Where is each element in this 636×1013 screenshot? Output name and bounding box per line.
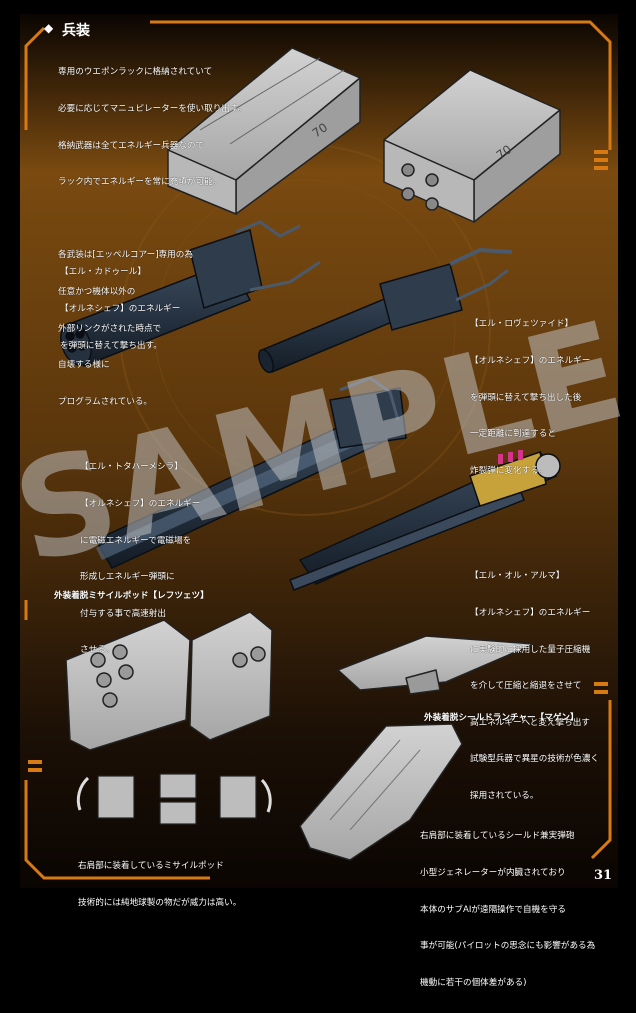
intro-line: [58, 213, 246, 225]
intro-line: 自壊する様に: [58, 360, 110, 371]
intro-line: 格納武器は全てエネルギー兵器なので: [58, 140, 205, 151]
shield-desc-line: 事が可能(パイロットの思念にも影響がある為: [420, 941, 596, 952]
weapon-desc-line: に実験的に採用した量子圧縮機: [470, 644, 591, 655]
intro-text: 専用のウエポンラックに格納されていて 必要に応じてマニュピレーターを使い取り出す…: [58, 42, 246, 433]
shield-launcher-title: 外装着脱シールドランチャー【マゲン】: [424, 713, 579, 723]
weapon-name: 【エル・トタハーメシラ】: [80, 462, 183, 473]
missile-pod-title: 外装着脱ミサイルポッド【レフツェツ】: [54, 591, 209, 601]
shield-desc-line: 本体のサブAIが遠隔操作で自機を守る: [420, 904, 566, 915]
weapon-el-ol-alma-caption: 【エル・オル・アルマ】 【オルネシェフ】のエネルギー に実験的に採用した量子圧縮…: [470, 546, 599, 827]
weapon-desc-line: 試験型兵器で異星の技術が色濃く: [470, 754, 599, 765]
weapon-el-rovezaid-art: [258, 247, 513, 374]
intro-line: 必要に応じてマニュピレーターを使い取り出す。: [58, 104, 247, 115]
shield-desc-line: 小型ジェネレーターが内臓されており: [420, 868, 566, 879]
shield-desc-line: 右肩部に装着しているシールド兼実弾砲: [420, 831, 575, 842]
weapon-desc-line: 【オルネシェフ】のエネルギー: [470, 608, 591, 619]
mounting-diagram: [76, 773, 272, 825]
section-title: 兵装: [62, 23, 90, 39]
page-number: 31: [594, 868, 613, 883]
weapon-name: 【エル・オル・アルマ】: [470, 571, 565, 582]
shield-desc-line: 機動に若干の個体差がある): [420, 977, 527, 988]
orange-frame: [24, 20, 612, 880]
weapon-desc-line: 高エネルギーへと変え撃ち出す: [470, 717, 590, 728]
diamond-icon: ◆: [44, 21, 54, 35]
weapon-desc-line: を弾頭に替えて撃ち出した後: [470, 392, 582, 403]
weapon-el-ol-alma-art: [289, 450, 561, 591]
weapon-desc-line: 【オルネシェフ】のエネルギー: [470, 356, 591, 367]
weapon-desc-line: に電磁エネルギーで電磁場を: [80, 535, 192, 546]
intro-line: 各武装は[エッペルコアー]専用の為: [58, 250, 193, 261]
shield-launcher-art: [299, 635, 535, 861]
intro-line: 専用のウエポンラックに格納されていて: [58, 67, 213, 78]
weapon-el-totahameshira-art: [94, 376, 407, 569]
missile-pod-caption: 右肩部に装着しているミサイルポッド 技術的には純地球製の物だが威力は高い。: [78, 836, 241, 934]
missile-pod-art: [65, 611, 273, 751]
intro-line: 外部リンクがされた時点で: [58, 323, 162, 334]
weapon-desc-line: 【オルネシェフ】のエネルギー: [60, 304, 181, 315]
weapon-desc-line: を介して圧縮と縮退をさせて: [470, 681, 582, 692]
manual-page: 70 70: [0, 14, 636, 988]
intro-line: プログラムされている。: [58, 396, 153, 407]
weapon-name: 【エル・ロヴェツァイド】: [470, 319, 574, 330]
missile-pod-desc-line: 技術的には純地球製の物だが威力は高い。: [78, 898, 242, 909]
page-artwork: 70 70: [20, 14, 618, 888]
shield-launcher-caption: 右肩部に装着しているシールド兼実弾砲 小型ジェネレーターが内臓されており 本体の…: [420, 806, 595, 1013]
weapon-desc-line: 形成しエネルギー弾頭に: [80, 572, 175, 583]
weapon-desc-line: 採用されている。: [470, 791, 539, 802]
weapon-rack-right: 70: [383, 69, 561, 223]
weapon-desc-line: を弾頭に替えて撃ち出す。: [60, 340, 162, 351]
missile-pod-desc-line: 右肩部に装着しているミサイルポッド: [78, 861, 224, 872]
intro-line: ラック内でエネルギーを常に充填が可能。: [58, 177, 222, 188]
weapon-desc-line: 付与する事で高速射出: [80, 608, 166, 619]
weapon-el-rovezaid-caption: 【エル・ロヴェツァイド】 【オルネシェフ】のエネルギー を弾頭に替えて撃ち出した…: [470, 294, 590, 501]
weapon-desc-line: 一定距離に到達すると: [470, 429, 556, 440]
weapon-desc-line: 炸裂弾に変化する。: [470, 465, 548, 476]
weapon-desc-line: 【オルネシェフ】のエネルギー: [80, 499, 201, 510]
weapon-desc-line: させる。: [80, 645, 115, 656]
intro-line: 任意かつ機体以外の: [58, 287, 136, 298]
weapon-rack-left: 70: [167, 47, 361, 215]
weapon-el-kadour-caption: 【エル・カドゥール】 【オルネシェフ】のエネルギー を弾頭に替えて撃ち出す。: [60, 242, 180, 376]
weapon-el-kadour-art: [60, 220, 321, 367]
frame-stripes: [28, 150, 608, 772]
weapon-el-totahameshira-caption: 【エル・トタハーメシラ】 【オルネシェフ】のエネルギー に電磁エネルギーで電磁場…: [80, 437, 200, 681]
weapon-name: 【エル・カドゥール】: [60, 267, 146, 278]
